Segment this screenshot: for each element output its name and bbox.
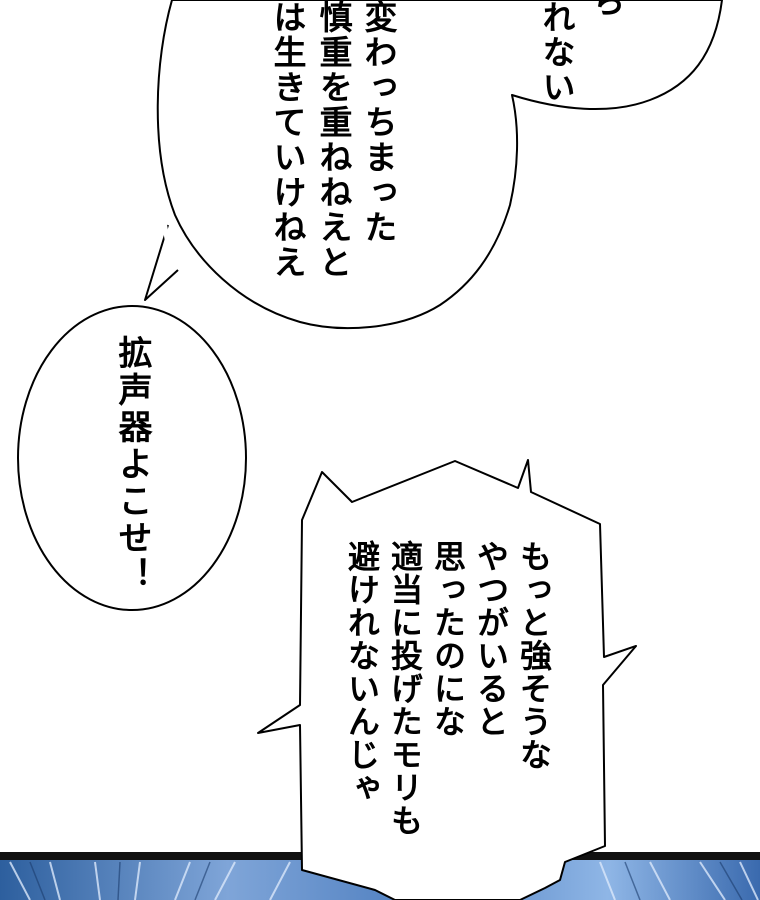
speech-bubble-right (257, 459, 637, 900)
dialogue-line: 適当に投げたモリも (386, 540, 424, 837)
dialogue-line: は生きていけねえ (268, 0, 307, 280)
dialogue-line: 避けれないんじゃ (343, 540, 381, 804)
dialogue-line: れない (537, 0, 576, 105)
dialogue-line: やつがいると (472, 540, 510, 738)
dialogue-line: 思ったのにな (429, 540, 467, 738)
speech-bubble-left (17, 305, 247, 611)
dialogue-line: もっと強そうな (515, 540, 553, 771)
speech-bubble-top-left (156, 0, 723, 330)
dialogue-line: 拡声器よこせ！ (112, 335, 152, 594)
dialogue-line: 変わっちまった (359, 0, 398, 245)
dialogue-line: 慎重を重ねねえと (314, 0, 353, 280)
dialogue-line: ら (587, 0, 626, 19)
